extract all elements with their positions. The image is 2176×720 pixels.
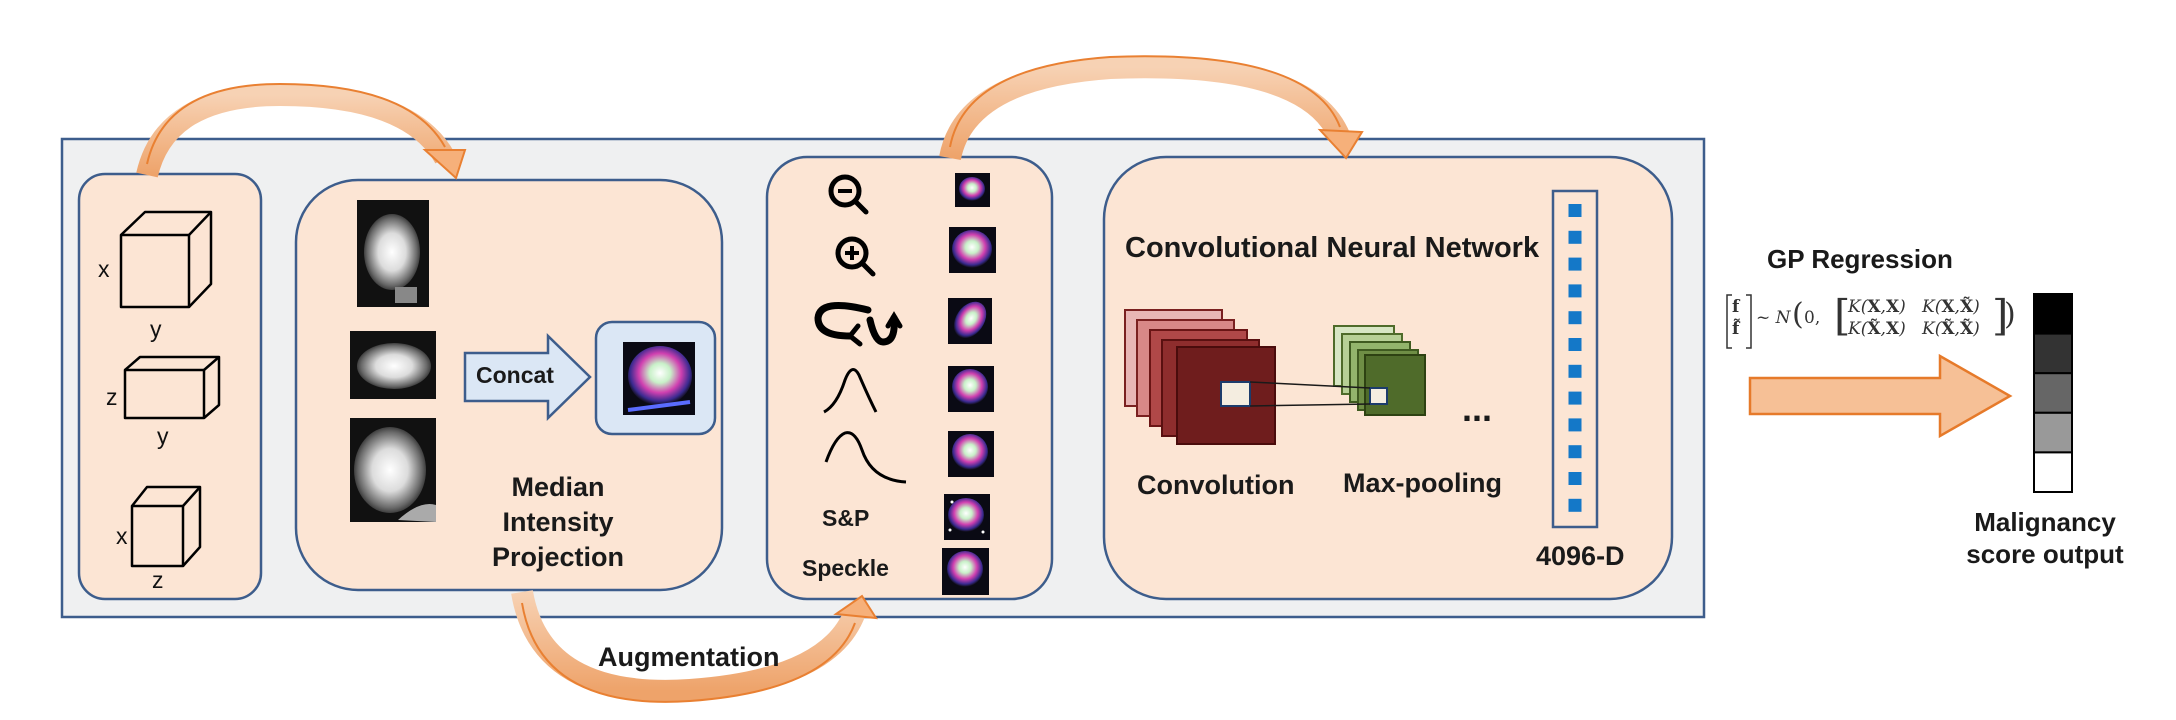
cube1-x-axis-label: x bbox=[98, 256, 110, 282]
cube-xz bbox=[130, 485, 202, 568]
zoom-out-icon bbox=[828, 174, 869, 215]
output-label-line-1: Malignancy bbox=[1974, 507, 2116, 537]
score-cell bbox=[2033, 372, 2073, 414]
augmentation-panel bbox=[765, 155, 1054, 601]
feature-unit bbox=[1568, 230, 1582, 244]
sp-noise-label: S&P bbox=[822, 505, 870, 531]
feature-unit bbox=[1568, 472, 1582, 485]
feature-unit bbox=[1568, 418, 1582, 432]
arc-arrow-views-to-mip bbox=[136, 82, 467, 180]
projection-image-2 bbox=[350, 331, 436, 399]
projection-image-1 bbox=[357, 200, 429, 307]
conv-to-pool-line-bottom bbox=[1249, 403, 1371, 407]
gaussian-curve-icon bbox=[823, 368, 878, 414]
augmented-image-speckle bbox=[942, 548, 989, 595]
augmented-image-sp bbox=[944, 494, 990, 540]
projection-image-3 bbox=[350, 418, 436, 522]
mip-title-line-3: Projection bbox=[491, 542, 625, 572]
concat-arrow bbox=[463, 333, 592, 421]
feature-dimension-label: 4096-D bbox=[1536, 541, 1625, 571]
cube1-y-axis-label: y bbox=[150, 316, 162, 342]
cube3-z-axis-label: z bbox=[152, 567, 164, 593]
mip-title: Median Intensity Projection bbox=[468, 470, 648, 575]
score-cell bbox=[2033, 411, 2073, 454]
mip-title-line-2: Intensity bbox=[502, 507, 614, 537]
feature-unit bbox=[1568, 338, 1582, 351]
feature-unit bbox=[1568, 498, 1582, 512]
convolution-kernel bbox=[1220, 381, 1251, 407]
rotate-icon bbox=[814, 302, 903, 347]
cube3-x-axis-label: x bbox=[116, 523, 128, 549]
max-pooling-label: Max-pooling bbox=[1343, 468, 1502, 498]
output-label-line-2: score output bbox=[1966, 539, 2124, 569]
feature-unit bbox=[1568, 311, 1582, 325]
ellipsis-label: ... bbox=[1462, 388, 1493, 429]
arc-arrow-augmentation bbox=[511, 589, 878, 703]
augmented-image-5 bbox=[948, 431, 994, 477]
pooling-kernel bbox=[1369, 387, 1388, 405]
convolution-label: Convolution bbox=[1137, 470, 1295, 500]
augmented-image-2 bbox=[949, 227, 996, 273]
conv-to-pool-line-top bbox=[1249, 381, 1371, 389]
score-cell bbox=[2033, 332, 2073, 375]
formula-brackets bbox=[1726, 294, 1752, 349]
cube-zy bbox=[123, 355, 221, 420]
concat-color-image bbox=[623, 342, 695, 415]
feature-unit bbox=[1568, 445, 1582, 459]
gp-arrow bbox=[1748, 353, 2013, 439]
feature-unit bbox=[1568, 257, 1582, 271]
feature-unit bbox=[1568, 204, 1582, 217]
augmentation-label: Augmentation bbox=[598, 642, 780, 672]
feature-unit bbox=[1568, 364, 1582, 378]
skewed-curve-icon bbox=[824, 431, 907, 484]
feature-unit bbox=[1568, 284, 1582, 298]
max-pooling-feature-maps bbox=[1333, 325, 1426, 416]
views-panel bbox=[77, 172, 263, 601]
feature-vector bbox=[1551, 189, 1599, 529]
score-cell bbox=[2033, 293, 2073, 335]
speckle-noise-label: Speckle bbox=[802, 555, 889, 581]
augmented-image-1 bbox=[955, 173, 990, 207]
output-label: Malignancy score output bbox=[1955, 506, 2135, 570]
score-cell bbox=[2033, 451, 2073, 493]
feature-unit bbox=[1568, 391, 1582, 405]
concat-label: Concat bbox=[476, 362, 554, 388]
arc-arrow-aug-to-cnn bbox=[939, 55, 1364, 161]
zoom-in-icon bbox=[835, 236, 876, 277]
mip-title-line-1: Median bbox=[511, 472, 605, 502]
augmented-image-4 bbox=[948, 366, 994, 412]
cube2-y-axis-label: y bbox=[157, 423, 169, 449]
convolution-feature-maps bbox=[1124, 309, 1276, 445]
augmented-image-3 bbox=[948, 298, 992, 344]
cube-xy bbox=[119, 210, 213, 309]
malignancy-score-bar bbox=[2033, 293, 2073, 493]
cube2-z-axis-label: z bbox=[106, 384, 118, 410]
gp-regression-label: GP Regression bbox=[1767, 244, 1953, 274]
cnn-title: Convolutional Neural Network bbox=[1125, 232, 1540, 264]
